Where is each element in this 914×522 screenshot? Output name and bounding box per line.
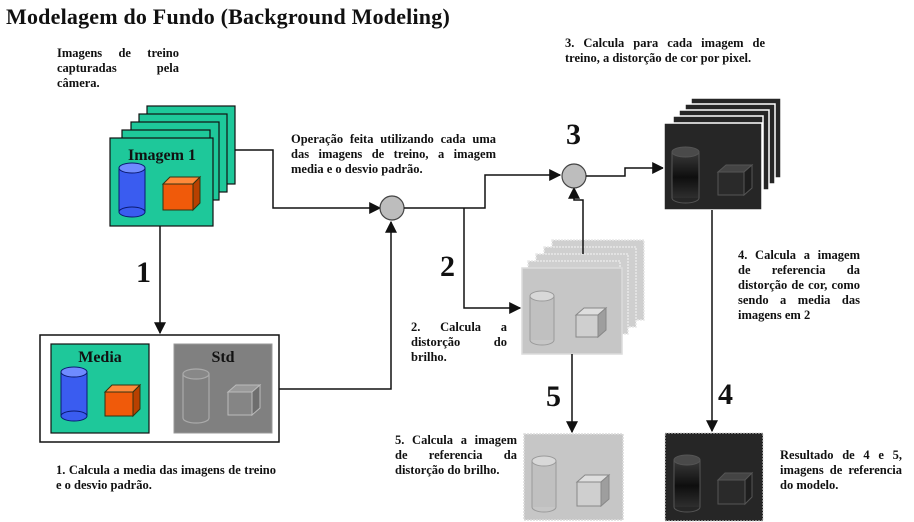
orange-cube-icon [161, 175, 202, 212]
arrow-operator1-to-operator3 [404, 169, 562, 209]
std-label: Std [211, 349, 234, 366]
blue-cylinder-icon [118, 162, 146, 218]
step1-caption: 1. Calcula a media das imagens de treino… [56, 463, 276, 492]
operator-node-1 [379, 195, 405, 221]
training-images-caption: Imagens de treino capturadas pela câmera… [57, 46, 179, 90]
arrow-std-to-operator [279, 220, 397, 390]
arrow-step2 [463, 208, 522, 314]
step-number-5: 5 [546, 380, 561, 413]
step-number-1: 1 [136, 256, 151, 289]
color-distortion-stack [663, 97, 782, 211]
diagram-title: Modelagem do Fundo (Background Modeling) [6, 4, 450, 29]
blue-cylinder-icon [60, 366, 88, 422]
dark-cube-icon [716, 163, 754, 197]
operator-node-3 [561, 163, 587, 189]
dark-cylinder-icon [671, 146, 700, 204]
arrow-training-to-operator [235, 149, 382, 214]
gray-cylinder-icon [182, 368, 210, 424]
light-cylinder-icon [531, 455, 557, 513]
training-image-label: Imagem 1 [128, 147, 196, 164]
media-label: Media [78, 349, 122, 366]
brightness-reference-image [523, 433, 624, 521]
step5-caption: 5. Calcula a imagem de referencia da dis… [395, 433, 517, 477]
step-number-3: 3 [566, 118, 581, 151]
step-number-4: 4 [718, 378, 733, 411]
result-caption: Resultado de 4 e 5, imagens de referenci… [780, 448, 902, 492]
step4-caption: 4. Calcula a imagem de referencia da dis… [738, 248, 860, 322]
training-images-stack: Imagem 1 [109, 105, 236, 227]
step-number-2: 2 [440, 250, 455, 283]
color-reference-image [664, 432, 764, 522]
light-cube-icon [574, 306, 608, 339]
light-cube-icon [575, 473, 611, 508]
light-cylinder-icon [529, 290, 555, 346]
operation-caption: Operação feita utilizando cada uma das i… [291, 132, 496, 176]
brightness-distortion-stack [521, 239, 645, 355]
arrow-step3 [586, 162, 665, 177]
mean-std-box: Media Std [39, 334, 280, 443]
step2-caption: 2. Calcula a distorção do brilho. [411, 320, 507, 364]
gray-cube-icon [226, 383, 262, 417]
arrow-brightness-to-operator3 [568, 186, 584, 254]
orange-cube-icon [103, 383, 142, 418]
dark-cube-icon [716, 471, 754, 506]
step3-caption: 3. Calcula para cada imagem de treino, a… [565, 36, 765, 65]
dark-cylinder-icon [673, 454, 701, 513]
